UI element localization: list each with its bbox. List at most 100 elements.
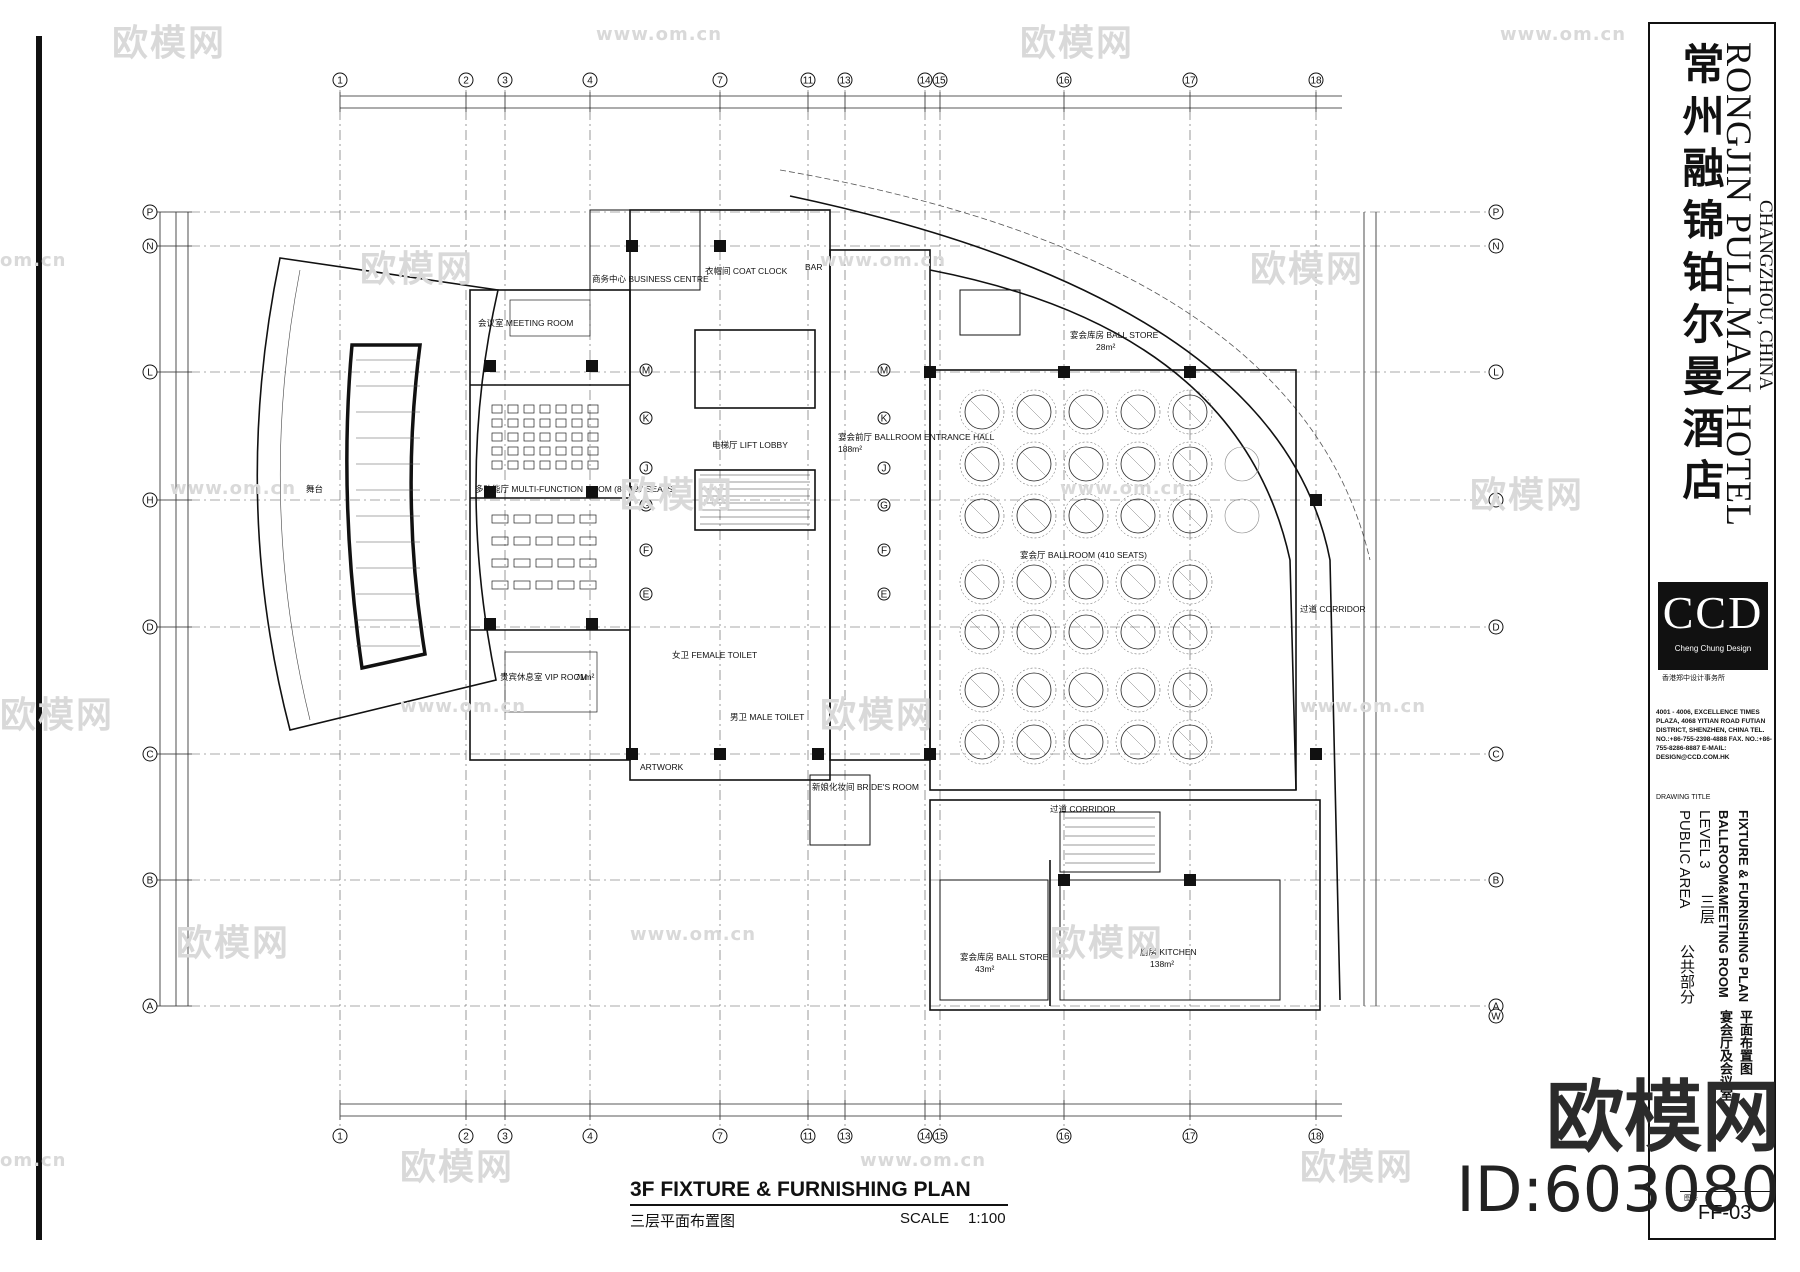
grid-bubble <box>1488 204 1504 220</box>
structural-column <box>1184 874 1196 886</box>
grid-bubble <box>1488 238 1504 254</box>
theatre-seat <box>491 404 503 414</box>
banquet-table <box>1068 564 1104 600</box>
theatre-seat <box>539 418 551 428</box>
ballroom-stage <box>959 289 1021 336</box>
grid-bubble-label: 17 <box>1184 1132 1196 1143</box>
structural-column <box>484 486 496 498</box>
grid-bubble <box>332 72 348 88</box>
banquet-table <box>964 672 1000 708</box>
drawing-subtitle: 三层平面布置图 <box>630 1212 736 1230</box>
classroom-desk <box>513 558 531 568</box>
grid-bubble <box>877 543 891 557</box>
grid-bubble <box>639 461 653 475</box>
banquet-chairs <box>1063 389 1109 435</box>
structural-column <box>714 748 726 760</box>
banquet-table <box>1016 724 1052 760</box>
room-label-female-toilet: 女卫 FEMALE TOILET <box>672 650 757 660</box>
theatre-seat <box>587 446 599 456</box>
grid-bubble-label: 7 <box>717 76 723 87</box>
table-hatch <box>969 729 995 755</box>
grid-bubble <box>142 364 158 380</box>
structural-column <box>586 360 598 372</box>
classroom-desk <box>535 558 553 568</box>
room-label-bar: BAR <box>805 262 822 272</box>
table-hatch <box>1125 503 1151 529</box>
grid-bubble-label: P <box>1493 208 1500 219</box>
vip-seating-ring <box>504 651 598 713</box>
grid-bubble <box>639 411 653 425</box>
banquet-table <box>1172 498 1208 534</box>
grid-bubble <box>877 498 891 512</box>
firm-logo-sub: Cheng Chung Design <box>1674 644 1752 653</box>
table-hatch <box>1177 503 1203 529</box>
atrium-opening <box>345 343 427 671</box>
banquet-chairs <box>1063 667 1109 713</box>
table-hatch <box>1177 729 1203 755</box>
grid-bubble <box>837 1128 853 1144</box>
theatre-seat <box>507 460 519 470</box>
table-hatch <box>1125 677 1151 703</box>
classroom-desk <box>513 580 531 590</box>
theatre-seat <box>491 460 503 470</box>
grid-bubble <box>142 238 158 254</box>
table-hatch <box>969 569 995 595</box>
table-hatch <box>1021 503 1047 529</box>
table-hatch <box>1073 451 1099 477</box>
room-label-meeting-room: 会议室 MEETING ROOM <box>478 318 573 328</box>
drawing-title-label: DRAWING TITLE <box>1656 794 1711 801</box>
grid-bubble <box>1488 492 1504 508</box>
grid-bubble <box>1182 1128 1198 1144</box>
grid-bubble <box>877 411 891 425</box>
banquet-tables <box>959 389 1260 765</box>
banquet-chairs <box>1063 441 1109 487</box>
table-hatch <box>1021 451 1047 477</box>
banquet-chairs <box>1011 667 1057 713</box>
theatre-seat <box>507 432 519 442</box>
classroom-desk <box>557 536 575 546</box>
classroom-desk <box>491 514 509 524</box>
grid-bubble-label: K <box>881 414 888 425</box>
firm-address: 4001 - 4006, EXCELLENCE TIMES PLAZA, 406… <box>1656 709 1772 761</box>
theatre-seat <box>523 432 535 442</box>
banquet-table <box>1016 446 1052 482</box>
grid-bubble-label: J <box>882 464 887 475</box>
meeting-furniture <box>491 299 599 713</box>
watermark-brand-cn: 欧模网 <box>1545 1072 1780 1163</box>
sheet-number-box: 图号 FF-03 <box>1680 1191 1770 1232</box>
grid-bubble-label: C <box>1492 750 1499 761</box>
banquet-chairs <box>1011 719 1057 765</box>
grid-bubble <box>1308 1128 1324 1144</box>
grid-bubble-label: 11 <box>803 76 814 87</box>
theatre-seat <box>587 418 599 428</box>
structural-column <box>626 240 638 252</box>
theatre-seat <box>523 446 535 456</box>
banquet-table <box>1016 564 1052 600</box>
grid-bubble-label: 1 <box>337 1132 343 1143</box>
grid-bubble-label: 15 <box>934 76 946 87</box>
grid-bubble-label: 15 <box>934 1132 946 1143</box>
structural-column <box>484 618 496 630</box>
grid-bubble-label: 17 <box>1184 76 1196 87</box>
table-hatch <box>1073 619 1099 645</box>
theatre-seat <box>555 460 567 470</box>
room-label-vip-room-area: 71m² <box>575 672 595 682</box>
grid-bubble-label: 18 <box>1310 1132 1322 1143</box>
classroom-desk <box>513 514 531 524</box>
theatre-seat <box>491 418 503 428</box>
banquet-table <box>1068 614 1104 650</box>
structural-column <box>586 618 598 630</box>
grid-bubble-label: C <box>146 750 153 761</box>
grid-bubble-label: A <box>1493 1002 1500 1013</box>
structural-column <box>586 486 598 498</box>
banquet-chairs <box>1011 441 1057 487</box>
grid-bubble-label: 11 <box>803 1132 814 1143</box>
table-hatch <box>969 677 995 703</box>
table-hatch <box>1021 677 1047 703</box>
room-label-bride-room: 新娘化妆间 BRIDE'S ROOM <box>812 782 919 792</box>
room-label-male-toilet: 男卫 MALE TOILET <box>730 712 804 722</box>
banquet-chairs <box>959 667 1005 713</box>
grid-bubble <box>1488 619 1504 635</box>
grid-bubble <box>497 72 513 88</box>
title-block: 常州融锦铂尔曼酒店 RONGJIN PULLMAN HOTEL CHANGZHO… <box>1648 22 1776 1240</box>
